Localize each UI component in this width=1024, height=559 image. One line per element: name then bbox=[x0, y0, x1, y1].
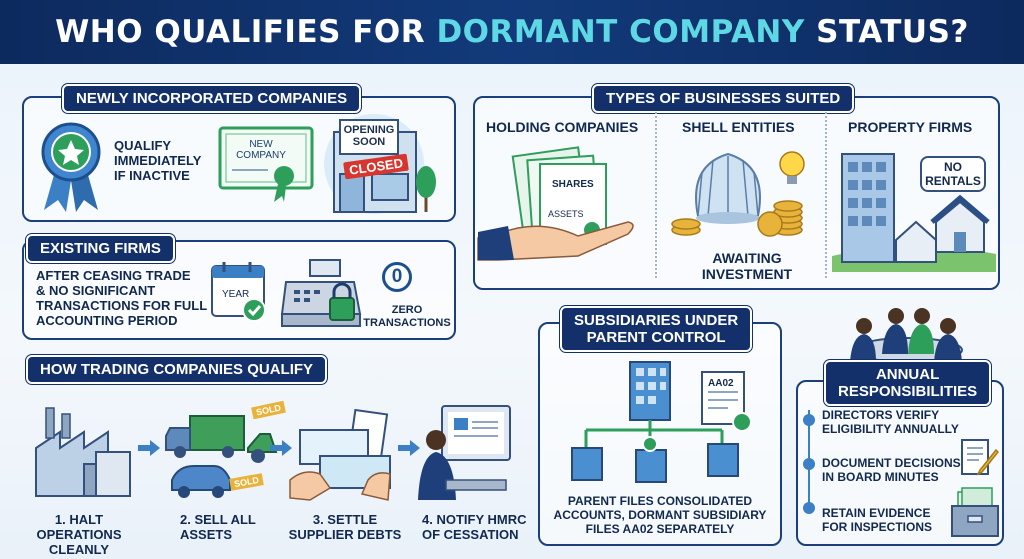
calendar-icon bbox=[211, 262, 266, 322]
step-2-label: 2. SELL ALL ASSETS bbox=[180, 512, 256, 542]
awaiting-line-2: INVESTMENT bbox=[701, 266, 793, 282]
types-divider-1 bbox=[655, 112, 657, 278]
awaiting-line-1: AWAITING bbox=[712, 250, 782, 266]
zero-icon: 0 bbox=[382, 262, 412, 292]
title-prefix: WHO QUALIFIES FOR bbox=[55, 14, 426, 50]
opening-line-1: OPENING bbox=[343, 124, 395, 136]
qualify-line-2: IMMEDIATELY bbox=[114, 153, 202, 168]
types-divider-2 bbox=[825, 112, 827, 278]
opening-line-2: SOON bbox=[352, 136, 386, 148]
title-banner: WHO QUALIFIES FOR DORMANT COMPANY STATUS… bbox=[0, 0, 1024, 64]
step-1-label: 1. HALT OPERATIONS CLEANLY bbox=[14, 512, 144, 557]
existing-heading: EXISTING FIRMS bbox=[26, 234, 175, 263]
board-meeting-icon bbox=[850, 308, 963, 363]
zero-line-2: TRANSACTIONS bbox=[363, 317, 451, 329]
zero-line-1: ZERO bbox=[391, 304, 423, 316]
doc-assets-label: ASSETS bbox=[548, 209, 584, 219]
qualify-line-1: QUALIFY bbox=[114, 138, 172, 153]
computer-notify-icon bbox=[418, 405, 511, 500]
opening-soon-sign: OPENING SOON bbox=[340, 124, 398, 148]
subsidiaries-panel bbox=[538, 322, 782, 546]
annual-item-1-line-2: ELIGIBILITY ANNUALLY bbox=[822, 422, 959, 436]
property-buildings-icon bbox=[832, 153, 996, 272]
arrow-3-icon bbox=[398, 440, 420, 456]
zero-text: ZERO TRANSACTIONS bbox=[360, 304, 454, 330]
annual-dot-1 bbox=[803, 414, 815, 426]
annual-heading: ANNUAL RESPONSIBILITIES bbox=[824, 360, 992, 406]
file-box-icon bbox=[951, 487, 999, 537]
parent-subsidiary-tree-icon bbox=[571, 361, 752, 483]
hand-holding-documents-icon bbox=[477, 146, 634, 261]
title-highlight: DORMANT COMPANY bbox=[436, 14, 805, 50]
subsidiaries-heading-line-1: SUBSIDIARIES UNDER bbox=[574, 312, 739, 329]
qualify-line-3: IF INACTIVE bbox=[114, 168, 190, 183]
doc-shares-label: SHARES bbox=[552, 179, 594, 190]
annual-item-2-line-1: DOCUMENT DECISIONS bbox=[822, 456, 961, 470]
no-rentals-line-2: RENTALS bbox=[925, 174, 981, 188]
subsidiaries-text: PARENT FILES CONSOLIDATED ACCOUNTS, DORM… bbox=[542, 494, 778, 536]
cheque-payment-icon bbox=[289, 408, 391, 501]
annual-heading-line-2: RESPONSIBILITIES bbox=[838, 383, 978, 400]
title-suffix: STATUS? bbox=[816, 14, 969, 50]
arrow-2-icon bbox=[270, 440, 292, 456]
annual-item-3-line-1: RETAIN EVIDENCE bbox=[822, 506, 931, 520]
ribbon-award-icon bbox=[41, 122, 101, 212]
step-4-label: 4. NOTIFY HMRC OF CESSATION bbox=[422, 512, 527, 542]
annual-heading-line-1: ANNUAL bbox=[875, 366, 940, 383]
annual-dot-3 bbox=[803, 502, 815, 514]
subsidiaries-line-1: PARENT FILES CONSOLIDATED bbox=[567, 494, 753, 508]
holding-label: HOLDING COMPANIES bbox=[486, 119, 639, 135]
step-1-line-1: 1. HALT OPERATIONS bbox=[36, 512, 122, 542]
page-title: WHO QUALIFIES FOR DORMANT COMPANY STATUS… bbox=[55, 14, 969, 50]
existing-line-4: ACCOUNTING PERIOD bbox=[36, 313, 178, 328]
qualify-text: QUALIFY IMMEDIATELY IF INACTIVE bbox=[114, 138, 201, 183]
step-4-line-2: OF CESSATION bbox=[422, 527, 519, 542]
subsidiaries-line-3: FILES AA02 SEPARATELY bbox=[585, 522, 735, 536]
cash-register-lock-icon bbox=[280, 259, 362, 327]
shell-coins-icon bbox=[671, 151, 805, 237]
types-heading: TYPES OF BUSINESSES SUITED bbox=[592, 84, 855, 113]
step-4-line-1: 4. NOTIFY HMRC bbox=[422, 512, 527, 527]
subsidiaries-heading-line-2: PARENT CONTROL bbox=[586, 329, 726, 346]
step-3-line-2: SUPPLIER DEBTS bbox=[288, 527, 402, 542]
existing-line-1: AFTER CEASING TRADE bbox=[36, 268, 191, 283]
step-2-line-1: 2. SELL ALL bbox=[180, 512, 256, 527]
property-label: PROPERTY FIRMS bbox=[848, 119, 973, 135]
step-2-line-2: ASSETS bbox=[180, 527, 233, 542]
annual-item-3: RETAIN EVIDENCE FOR INSPECTIONS bbox=[822, 506, 932, 534]
annual-item-1-line-1: DIRECTORS VERIFY bbox=[822, 408, 940, 422]
existing-line-3: TRANSACTIONS FOR FULL bbox=[36, 298, 208, 313]
cert-line-2: COMPANY bbox=[236, 150, 286, 161]
calendar-label: YEAR bbox=[222, 289, 250, 300]
subsidiaries-heading: SUBSIDIARIES UNDER PARENT CONTROL bbox=[560, 306, 753, 352]
trading-heading: HOW TRADING COMPANIES QUALIFY bbox=[26, 355, 328, 384]
aa02-form-label: AA02 bbox=[708, 378, 734, 389]
truck-car-icon bbox=[165, 415, 278, 498]
annual-item-2-line-2: IN BOARD MINUTES bbox=[822, 470, 939, 484]
shell-label: SHELL ENTITIES bbox=[682, 119, 795, 135]
no-rentals-line-1: NO bbox=[944, 160, 962, 174]
existing-text: AFTER CEASING TRADE & NO SIGNIFICANT TRA… bbox=[36, 268, 207, 328]
step-3-line-1: 3. SETTLE bbox=[312, 512, 378, 527]
annual-dot-2 bbox=[803, 458, 815, 470]
certificate-text: NEW COMPANY bbox=[226, 139, 296, 161]
cert-line-1: NEW bbox=[249, 139, 273, 150]
no-rentals-bubble: NO RENTALS bbox=[920, 156, 986, 192]
closed-store-icon bbox=[324, 114, 436, 214]
annual-item-3-line-2: FOR INSPECTIONS bbox=[822, 520, 933, 534]
document-pen-icon bbox=[961, 439, 1000, 476]
subsidiaries-line-2: ACCOUNTS, DORMANT SUBSIDIARY bbox=[553, 508, 767, 522]
annual-item-1: DIRECTORS VERIFY ELIGIBILITY ANNUALLY bbox=[822, 408, 959, 436]
certificate-icon bbox=[218, 126, 314, 202]
awaiting-investment-text: AWAITING INVESTMENT bbox=[682, 250, 812, 282]
existing-line-2: & NO SIGNIFICANT bbox=[36, 283, 156, 298]
step-1-line-2: CLEANLY bbox=[48, 542, 110, 557]
annual-item-2: DOCUMENT DECISIONS IN BOARD MINUTES bbox=[822, 456, 961, 484]
factory-icon bbox=[35, 407, 131, 497]
newly-heading: NEWLY INCORPORATED COMPANIES bbox=[62, 84, 362, 113]
arrow-1-icon bbox=[138, 440, 160, 456]
step-3-label: 3. SETTLE SUPPLIER DEBTS bbox=[280, 512, 410, 542]
